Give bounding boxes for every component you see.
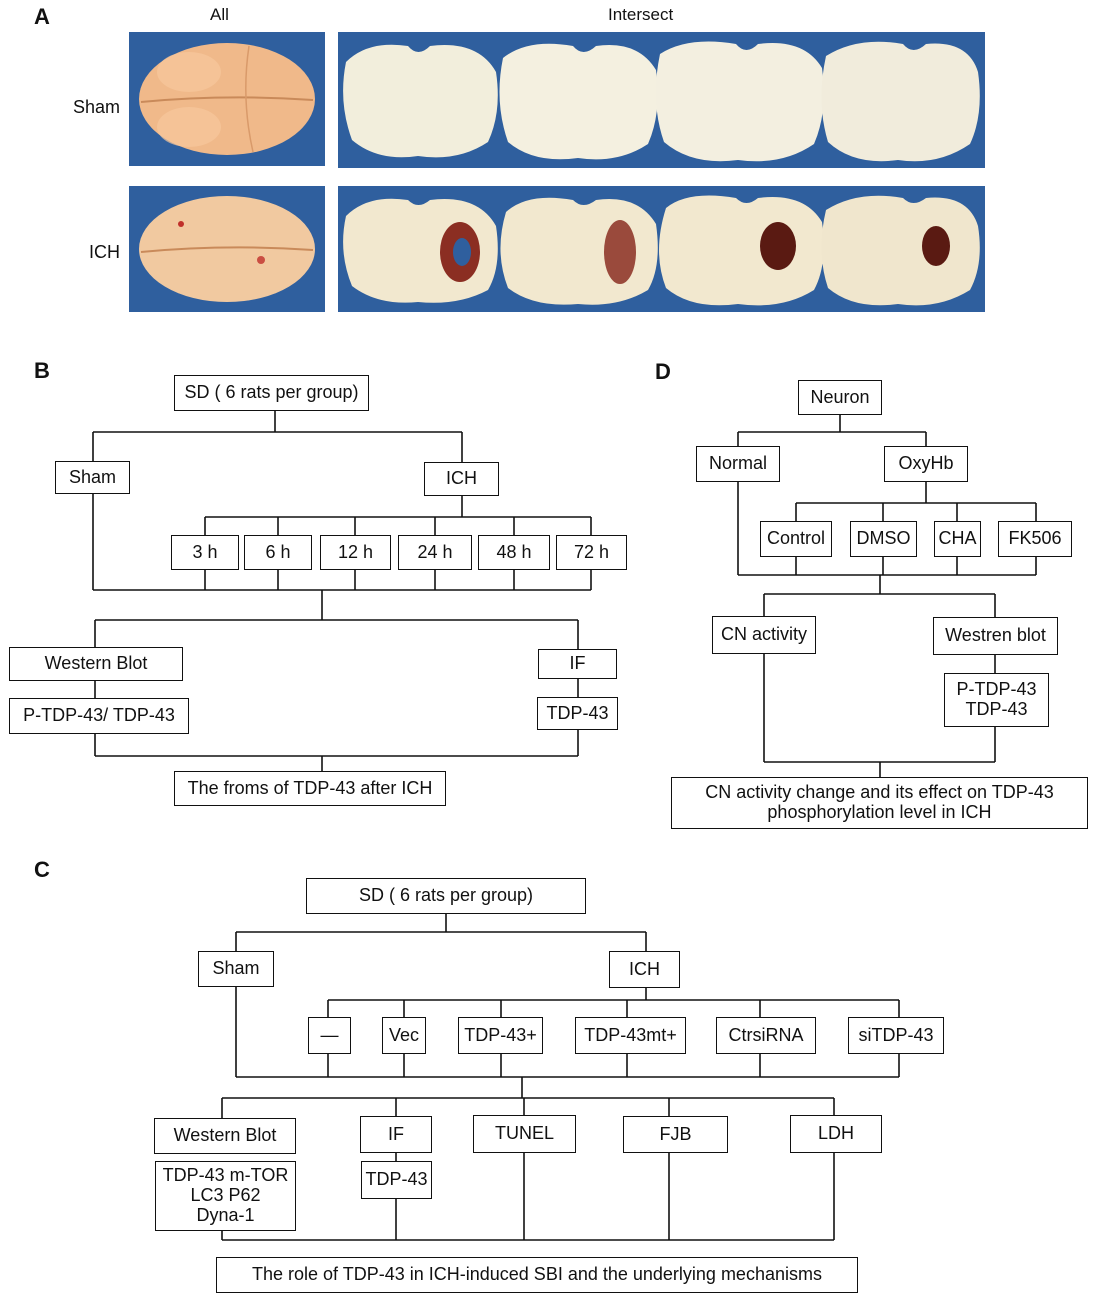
c-outcome-box: The role of TDP-43 in ICH-induced SBI an… [216, 1257, 858, 1293]
d-cn-activity-box: CN activity [712, 616, 816, 654]
b-timepoint-box: 48 h [478, 535, 550, 570]
panel-a-letter: A [34, 4, 50, 29]
panel-c-letter: C [34, 857, 50, 882]
b-outcome-box: The froms of TDP-43 after ICH [174, 771, 446, 806]
b-timepoint-box: 6 h [244, 535, 312, 570]
b-sham-box: Sham [55, 461, 130, 494]
c-sd-box: SD ( 6 rats per group) [306, 878, 586, 914]
sham-coronal-slices-photo [338, 32, 985, 168]
b-western-blot-box: Western Blot [9, 647, 183, 681]
c-group-box: — [308, 1017, 351, 1054]
sham-whole-brain-photo [129, 32, 325, 166]
d-treatment-box: CHA [934, 521, 981, 557]
d-western-blot-box: Westren blot [933, 617, 1058, 655]
c-wb-targets-box: TDP-43 m-TOR LC3 P62 Dyna-1 [155, 1161, 296, 1231]
c-ldh-box: LDH [790, 1115, 882, 1153]
row-label-ich: ICH [89, 242, 120, 262]
column-header-all: All [210, 5, 229, 24]
c-group-box: siTDP-43 [848, 1017, 944, 1054]
b-timepoint-box: 12 h [320, 535, 391, 570]
d-normal-box: Normal [696, 446, 780, 482]
b-if-box: IF [538, 649, 617, 679]
c-tunel-box: TUNEL [473, 1115, 576, 1153]
d-treatment-box: FK506 [998, 521, 1072, 557]
b-timepoint-box: 72 h [556, 535, 627, 570]
c-ich-box: ICH [609, 951, 680, 988]
d-treatment-box: Control [760, 521, 832, 557]
c-sham-box: Sham [198, 951, 274, 987]
c-group-box: TDP-43+ [458, 1017, 543, 1054]
d-neuron-box: Neuron [798, 380, 882, 415]
b-if-target-box: TDP-43 [537, 697, 618, 730]
panel-d-letter: D [655, 359, 671, 384]
b-wb-targets-box: P-TDP-43/ TDP-43 [9, 698, 189, 734]
d-outcome-box: CN activity change and its effect on TDP… [671, 777, 1088, 829]
b-sd-box: SD ( 6 rats per group) [174, 375, 369, 411]
c-if-box: IF [360, 1116, 432, 1153]
d-treatment-box: DMSO [850, 521, 917, 557]
panel-b-letter: B [34, 358, 50, 383]
b-timepoint-box: 3 h [171, 535, 239, 570]
c-western-blot-box: Western Blot [154, 1118, 296, 1154]
c-group-box: Vec [382, 1017, 426, 1054]
c-if-target-box: TDP-43 [361, 1161, 432, 1199]
b-ich-box: ICH [424, 462, 499, 496]
ich-whole-brain-photo [129, 186, 325, 312]
ich-coronal-slices-photo [338, 186, 985, 312]
row-label-sham: Sham [72, 97, 120, 117]
d-wb-targets-box: P-TDP-43 TDP-43 [944, 673, 1049, 727]
c-fjb-box: FJB [623, 1116, 728, 1153]
column-header-intersect: Intersect [608, 5, 674, 24]
d-oxyhb-box: OxyHb [884, 446, 968, 482]
c-group-box: CtrsiRNA [716, 1017, 816, 1054]
c-group-box: TDP-43mt+ [575, 1017, 686, 1054]
b-timepoint-box: 24 h [398, 535, 472, 570]
